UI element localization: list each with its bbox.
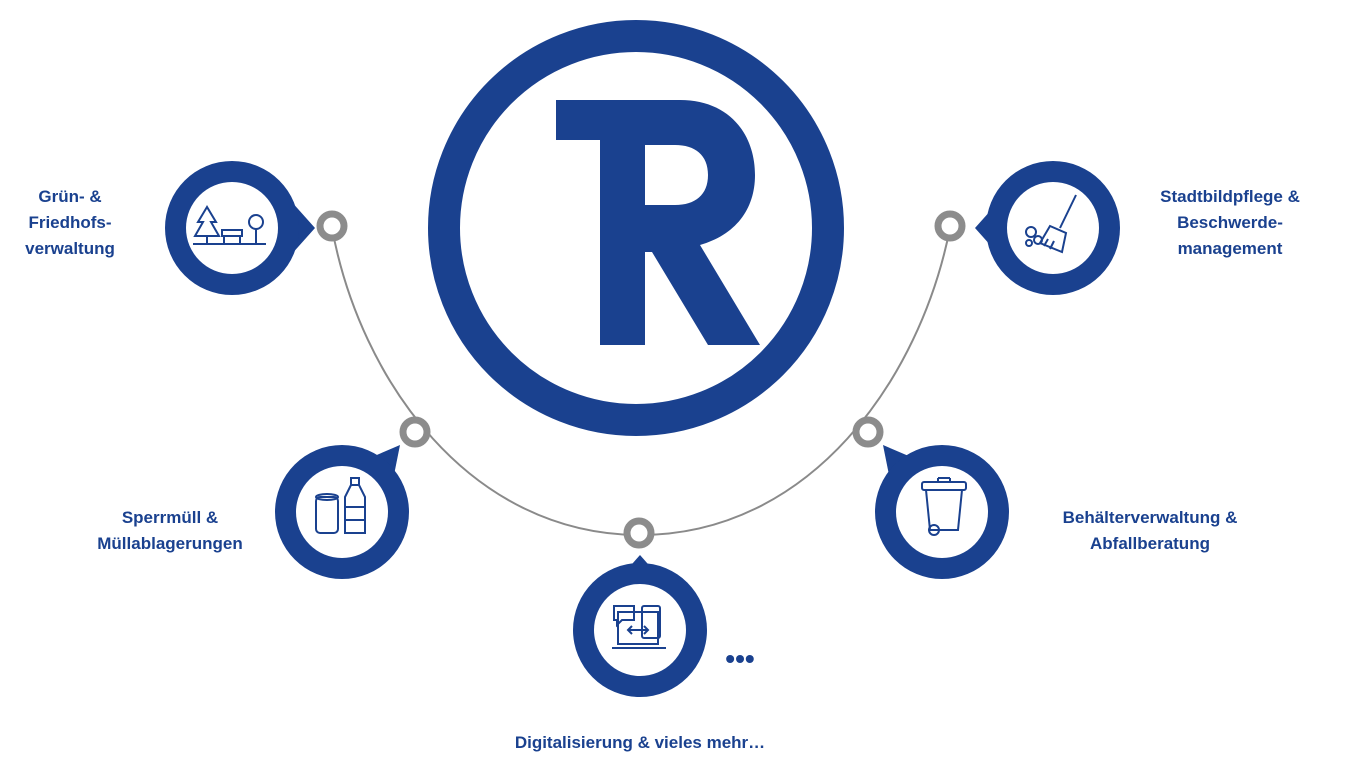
node-stadt (975, 161, 1120, 295)
label-gruen: Grün- & Friedhofs- verwaltung (20, 184, 120, 262)
waste-bin-icon (921, 477, 967, 536)
broom-sweeping-icon (1025, 194, 1077, 254)
label-line: Stadtbildpflege & (1160, 187, 1300, 206)
label-line: Abfallberatung (1090, 534, 1210, 553)
label-sperr: Sperrmüll & Müllablagerungen (60, 505, 280, 557)
label-line: Müllablagerungen (97, 534, 243, 553)
park-bench-trees-icon (193, 205, 266, 245)
node-sperr (275, 445, 409, 579)
label-line: Beschwerde- (1177, 213, 1283, 232)
label-line: Friedhofs- (28, 213, 112, 232)
digital-devices-icon (612, 605, 666, 649)
ellipsis-dots: ••• (725, 643, 754, 674)
connector-ring-behael (852, 416, 884, 448)
label-line: management (1177, 239, 1283, 258)
label-digital: Digitalisierung & vieles mehr… (460, 730, 820, 756)
label-stadt: Stadtbildpflege & Beschwerde- management (1140, 184, 1320, 262)
node-behael (875, 445, 1009, 579)
label-behael: Behälterverwaltung & Abfallberatung (1030, 505, 1270, 557)
label-line: Grün- & (38, 187, 102, 206)
label-line: Behälterverwaltung & (1062, 508, 1238, 527)
label-line: Sperrmüll & (121, 508, 219, 527)
can-and-bottle-icon (315, 477, 366, 534)
connector-ring-stadt (934, 210, 966, 242)
connector-ring-digital (623, 517, 655, 549)
registered-r-logo (428, 20, 844, 436)
label-line: Digitalisierung & vieles mehr… (514, 733, 766, 752)
label-line: verwaltung (25, 239, 115, 258)
connector-ring-gruen (316, 210, 348, 242)
node-gruen (165, 161, 315, 295)
node-digital (573, 555, 707, 697)
connector-ring-sperr (399, 416, 431, 448)
